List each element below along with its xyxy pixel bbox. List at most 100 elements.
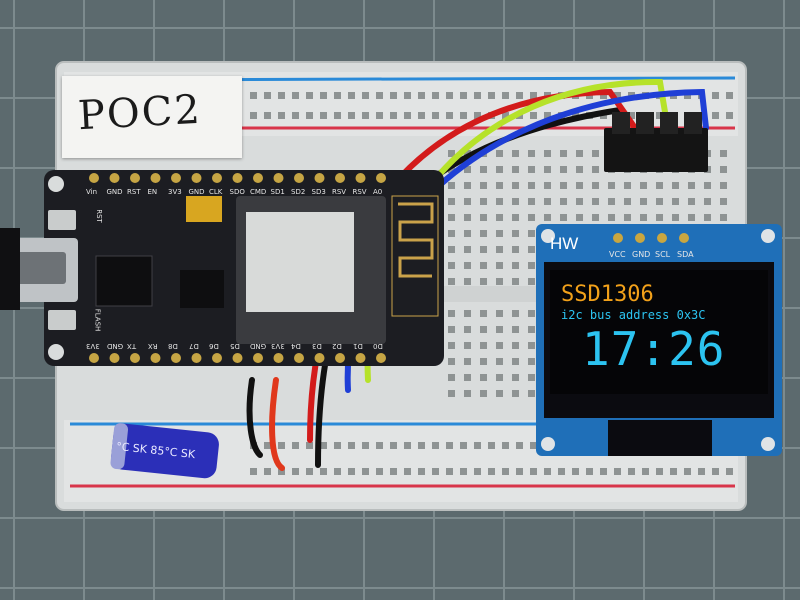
pin-label: CLK — [209, 188, 223, 196]
header-pin — [109, 173, 120, 183]
header-pin — [150, 173, 161, 183]
breadboard-hole — [656, 112, 663, 119]
breadboard-hole — [528, 358, 535, 365]
breadboard-hole — [528, 214, 535, 221]
pin-label: D3 — [311, 342, 322, 350]
header-pin — [191, 173, 202, 183]
breadboard-hole — [672, 214, 679, 221]
breadboard-hole — [586, 468, 593, 475]
breadboard-hole — [480, 262, 487, 269]
breadboard-hole — [712, 112, 719, 119]
breadboard-hole — [512, 262, 519, 269]
breadboard-hole — [640, 198, 647, 205]
breadboard-hole — [362, 92, 369, 99]
breadboard-hole — [264, 92, 271, 99]
breadboard-hole — [320, 468, 327, 475]
pin-label: 3V3 — [270, 342, 285, 350]
breadboard-hole — [496, 150, 503, 157]
breadboard-hole — [512, 342, 519, 349]
breadboard-hole — [480, 230, 487, 237]
header-pin — [253, 173, 263, 183]
breadboard-hole — [592, 198, 599, 205]
breadboard-hole — [528, 390, 535, 397]
header-pin — [253, 353, 263, 363]
breadboard-hole — [432, 92, 439, 99]
header-pin — [273, 353, 284, 363]
breadboard-hole — [516, 92, 523, 99]
breadboard-hole — [480, 358, 487, 365]
breadboard-hole — [376, 468, 383, 475]
breadboard-hole — [576, 166, 583, 173]
breadboard-hole — [656, 468, 663, 475]
header-pin — [232, 353, 243, 363]
breadboard-hole — [418, 112, 425, 119]
breadboard-hole — [704, 182, 711, 189]
pin-label: EN — [147, 188, 158, 196]
breadboard-hole — [448, 182, 455, 189]
oled-module — [536, 224, 782, 456]
breadboard-hole — [480, 278, 487, 285]
breadboard-hole — [672, 182, 679, 189]
breadboard-hole — [560, 182, 567, 189]
breadboard-hole — [348, 92, 355, 99]
breadboard-hole — [624, 198, 631, 205]
breadboard-hole — [558, 468, 565, 475]
breadboard-hole — [684, 468, 691, 475]
breadboard-hole — [512, 246, 519, 253]
header-pin — [109, 353, 120, 363]
breadboard-hole — [448, 262, 455, 269]
breadboard-hole — [448, 358, 455, 365]
usb-cable — [0, 228, 20, 310]
breadboard-hole — [460, 92, 467, 99]
header-pin — [191, 353, 202, 363]
pin-label: GND — [106, 188, 123, 196]
breadboard-hole — [460, 112, 467, 119]
breadboard-hole — [544, 468, 551, 475]
breadboard-hole — [480, 214, 487, 221]
breadboard-hole — [278, 442, 285, 449]
breadboard-hole — [688, 198, 695, 205]
breadboard-hole — [614, 468, 621, 475]
breadboard-hole — [608, 198, 615, 205]
pin-label: SD1 — [270, 188, 285, 196]
header-pin — [376, 353, 386, 363]
breadboard-hole — [496, 310, 503, 317]
rst-label: RST — [94, 209, 103, 223]
breadboard-hole — [670, 468, 677, 475]
breadboard-hole — [512, 182, 519, 189]
breadboard-hole — [528, 262, 535, 269]
header-pin — [212, 173, 222, 183]
breadboard-hole — [390, 92, 397, 99]
breadboard-hole — [528, 342, 535, 349]
regulator — [180, 270, 224, 308]
breadboard-hole — [448, 374, 455, 381]
breadboard-hole — [560, 198, 567, 205]
breadboard-hole — [576, 182, 583, 189]
header-pin — [355, 173, 366, 183]
breadboard-hole — [530, 92, 537, 99]
header-pin — [171, 353, 181, 363]
breadboard-hole — [418, 442, 425, 449]
breadboard-hole — [474, 468, 481, 475]
breadboard-hole — [512, 230, 519, 237]
nodemcu-board — [0, 170, 444, 366]
breadboard-hole — [704, 214, 711, 221]
breadboard-hole — [464, 166, 471, 173]
breadboard-hole — [544, 150, 551, 157]
oled-brand-label: HW — [550, 234, 579, 253]
pin-label: D2 — [332, 342, 342, 350]
breadboard-hole — [306, 112, 313, 119]
breadboard-hole — [528, 230, 535, 237]
pin-label: D6 — [209, 342, 219, 350]
pin-label: SDO — [229, 188, 245, 196]
usb-uart-chip — [95, 255, 153, 307]
breadboard-hole — [460, 468, 467, 475]
breadboard-hole — [480, 166, 487, 173]
breadboard-hole — [572, 468, 579, 475]
breadboard-hole — [464, 214, 471, 221]
note-text: POC2 — [76, 86, 203, 140]
breadboard-hole — [418, 468, 425, 475]
breadboard-hole — [404, 112, 411, 119]
breadboard-hole — [688, 182, 695, 189]
pin-label: RSV — [352, 188, 367, 196]
